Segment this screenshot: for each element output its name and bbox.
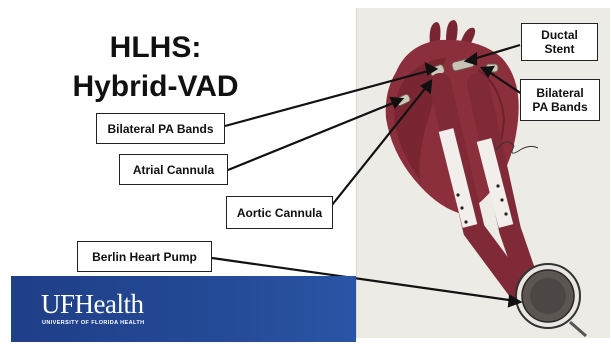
berlin-pump-illustration (516, 264, 586, 336)
pump-outlet (570, 322, 586, 336)
label-bilateral-pa-bands-right: Bilateral PA Bands (520, 79, 600, 121)
label-berlin-heart-pump: Berlin Heart Pump (77, 241, 212, 272)
uf-health-logo: UFHealth (41, 290, 143, 318)
vessel-2 (446, 20, 458, 42)
label-atrial-cannula: Atrial Cannula (119, 154, 228, 185)
arrow-atrial-cannula (228, 101, 398, 170)
label-ductal-stent: Ductal Stent (521, 23, 598, 61)
uf-health-logo-subtitle: UNIVERSITY OF FLORIDA HEALTH (42, 320, 144, 326)
label-bilateral-pa-bands-left: Bilateral PA Bands (96, 113, 225, 144)
label-aortic-cannula: Aortic Cannula (226, 196, 333, 229)
footer-logo-band: UFHealth UNIVERSITY OF FLORIDA HEALTH (11, 276, 356, 342)
